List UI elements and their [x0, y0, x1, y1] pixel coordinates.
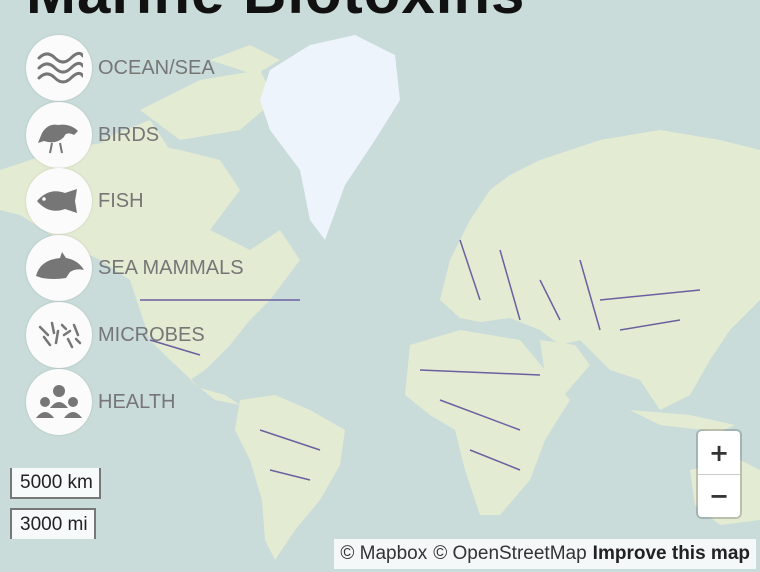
category-birds[interactable]: BIRDS	[26, 102, 159, 168]
greenland	[260, 35, 400, 240]
category-label[interactable]: SEA MAMMALS	[98, 256, 244, 279]
osm-credit[interactable]: © OpenStreetMap	[433, 543, 587, 564]
category-sea-mammals[interactable]: SEA MAMMALS	[26, 235, 244, 301]
category-microbes[interactable]: MICROBES	[26, 302, 205, 368]
arctic-islands	[100, 45, 280, 160]
category-ocean-sea[interactable]: OCEAN/SEA	[26, 35, 215, 101]
fish-icon[interactable]	[26, 168, 92, 234]
waves-icon[interactable]	[26, 35, 92, 101]
eurasia	[440, 130, 760, 410]
scale-mi: 3000 mi	[10, 508, 96, 539]
indonesia	[630, 410, 735, 432]
category-health[interactable]: HEALTH	[26, 369, 175, 435]
dolphin-icon[interactable]	[26, 235, 92, 301]
africa	[405, 330, 570, 515]
page-title: Marine Biotoxins	[26, 0, 525, 27]
category-label[interactable]: MICROBES	[98, 323, 205, 346]
scale-km: 5000 km	[10, 468, 101, 499]
improve-map-link[interactable]: Improve this map	[592, 543, 750, 564]
microbes-icon[interactable]	[26, 302, 92, 368]
zoom-control: + −	[698, 431, 740, 517]
category-label[interactable]: OCEAN/SEA	[98, 56, 215, 79]
people-icon[interactable]	[26, 369, 92, 435]
bird-icon[interactable]	[26, 102, 92, 168]
mapbox-credit[interactable]: © Mapbox	[340, 543, 428, 564]
category-label[interactable]: BIRDS	[98, 123, 160, 146]
zoom-in-button[interactable]: +	[698, 431, 740, 474]
category-label[interactable]: HEALTH	[98, 390, 176, 413]
attribution: © Mapbox © OpenStreetMap Improve this ma…	[334, 539, 756, 569]
zoom-out-button[interactable]: −	[698, 474, 740, 517]
category-label[interactable]: FISH	[98, 189, 144, 212]
south-america	[235, 395, 345, 560]
category-fish[interactable]: FISH	[26, 168, 144, 234]
